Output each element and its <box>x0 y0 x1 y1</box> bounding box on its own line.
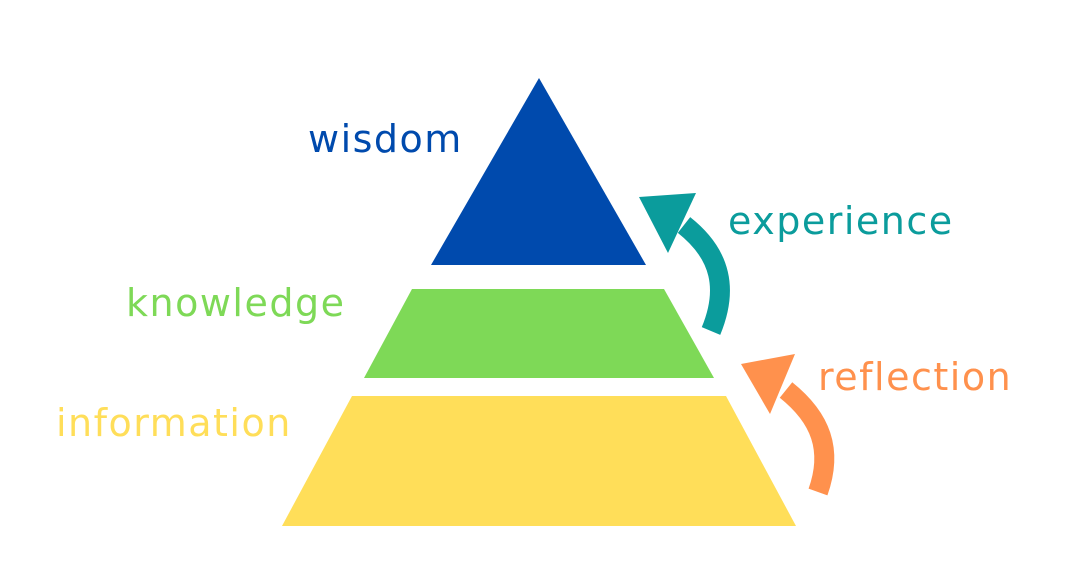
information-label: information <box>56 401 292 445</box>
experience-label: experience <box>728 199 954 243</box>
experience-arrow-head <box>639 193 696 253</box>
reflection-arrow-head <box>741 354 795 414</box>
reflection-label: reflection <box>818 355 1013 399</box>
reflection-arrow-shaft <box>779 382 835 496</box>
wisdom-label: wisdom <box>308 117 463 161</box>
information-tier <box>282 396 796 526</box>
knowledge-tier <box>364 289 714 378</box>
knowledge-label: knowledge <box>126 281 346 325</box>
wisdom-tier <box>431 78 646 265</box>
experience-arrow-shaft <box>677 217 730 335</box>
